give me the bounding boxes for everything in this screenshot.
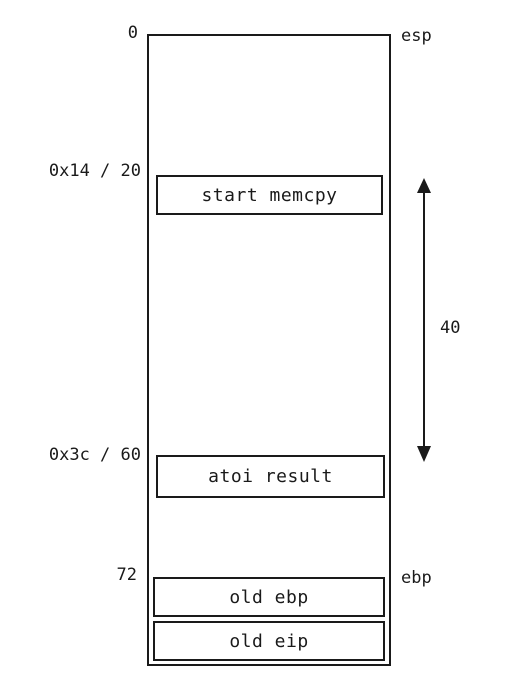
register-label-ebp: ebp: [401, 568, 432, 588]
span-size-label: 40: [440, 318, 461, 338]
slot-label-old-eip: old eip: [229, 630, 309, 652]
span-double-arrow-icon: [417, 178, 431, 462]
slot-old-ebp: old ebp: [153, 577, 385, 617]
offset-label-ebp: 72: [116, 565, 137, 585]
register-label-esp: esp: [401, 26, 432, 46]
stack-frame: [147, 34, 391, 666]
slot-start-memcpy: start memcpy: [156, 175, 383, 215]
slot-label-memcpy: start memcpy: [201, 184, 338, 206]
span-arrow-head-down: [417, 446, 431, 462]
span-arrow-head-up: [417, 178, 431, 193]
offset-label-atoi: 0x3c / 60: [48, 445, 141, 465]
slot-label-old-ebp: old ebp: [229, 586, 309, 608]
slot-old-eip: old eip: [153, 621, 385, 661]
offset-label-0: 0: [127, 23, 138, 43]
slot-atoi-result: atoi result: [156, 455, 385, 498]
offset-label-memcpy: 0x14 / 20: [48, 161, 141, 181]
slot-label-atoi: atoi result: [208, 466, 333, 487]
